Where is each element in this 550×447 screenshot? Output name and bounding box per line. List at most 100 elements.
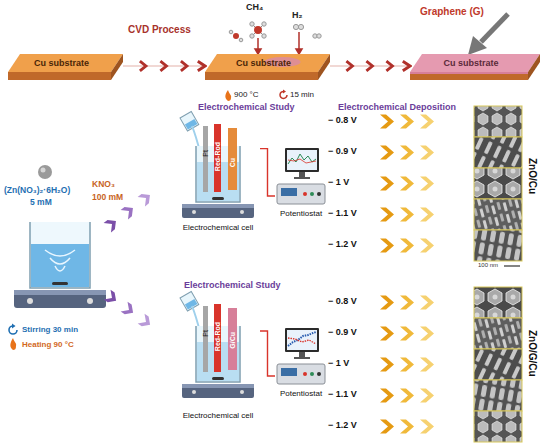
- sem-image-column: [474, 106, 522, 261]
- annotation-text: Electrochemical Deposition: [338, 102, 456, 112]
- substrate-top: [410, 54, 540, 72]
- time-icon: [280, 90, 287, 99]
- deposition-chevrons: [380, 208, 434, 222]
- zinc-precursor-sphere: [38, 165, 52, 179]
- sem-image-column: [474, 287, 522, 442]
- sem-image-column: [474, 349, 522, 380]
- annotation-text: − 1.1 V: [328, 208, 357, 218]
- annotation-text: Heating 90 °C: [22, 340, 74, 349]
- stir-bar: [212, 377, 224, 380]
- deposition-chevrons: [380, 115, 434, 129]
- methane-molecule: [250, 22, 254, 26]
- annotation-text: 100 mM: [92, 193, 123, 203]
- substrate-slab: Cu substrate: [410, 46, 540, 86]
- annotation-text: 900 °C: [234, 90, 259, 99]
- process-arrow: [330, 65, 410, 66]
- deposition-chevrons: [380, 420, 434, 434]
- hot-plate: [182, 384, 254, 398]
- annotation-text: − 1.2 V: [328, 239, 357, 249]
- potentiostat-unit: Potentiostat: [275, 320, 327, 400]
- substrate-slab: Cu substrate: [8, 46, 123, 86]
- heating-icon: [10, 338, 16, 350]
- electrochemical-cell: Electrochemical cell: [176, 292, 260, 422]
- node-shape: [176, 112, 260, 234]
- device-caption: Electrochemical cell: [170, 410, 266, 422]
- working-electrode: [228, 128, 237, 190]
- screen-trace: [288, 338, 316, 344]
- pouring-beaker: [180, 112, 199, 131]
- scale-bar: [504, 265, 520, 266]
- process-chevrons: [121, 203, 137, 219]
- methane-molecule: [229, 30, 233, 34]
- screen-trace: [288, 154, 316, 164]
- deposition-chevrons: [380, 115, 434, 434]
- electrochemical-cell: Electrochemical cell: [176, 112, 260, 234]
- hot-plate-top: [182, 384, 254, 388]
- device-caption: Electrochemical cell: [170, 222, 266, 234]
- sem-image-column: [474, 106, 522, 137]
- substrate-label: Cu substrate: [209, 54, 318, 72]
- plate-knob: [240, 390, 244, 394]
- annotation-text: CVD Process: [128, 24, 191, 36]
- substrate-top: [205, 54, 330, 72]
- electrode-label: Pt: [202, 330, 210, 337]
- monitor-screen: [287, 150, 317, 170]
- annotation-text: − 1.2 V: [328, 420, 357, 430]
- annotation-text: H₂: [292, 10, 303, 20]
- annotation-text: 15 min: [290, 90, 314, 99]
- reference-electrode: [214, 304, 221, 372]
- sample-label: ZnO/Cu: [526, 158, 538, 194]
- process-chevrons: [104, 216, 120, 232]
- temperature-icon: [225, 90, 231, 101]
- electrode-label: Cu: [229, 158, 237, 167]
- solution-beaker: [27, 298, 33, 304]
- scale-bar: [504, 266, 520, 267]
- gas-flow-arrow: [255, 32, 302, 54]
- sample-label: ZnO/G/Cu: [526, 330, 538, 377]
- annotation-text: − 0.8 V: [328, 296, 357, 306]
- solution-beaker: [87, 298, 93, 304]
- electrode-label: Pt: [202, 150, 210, 157]
- time-icon: [283, 90, 286, 94]
- device-button: [317, 372, 321, 376]
- process-chevrons: [104, 190, 154, 330]
- hydrogen-molecule: [293, 24, 298, 29]
- process-arrow: [123, 65, 205, 66]
- methane-molecule: [233, 33, 239, 39]
- electrode-label: G/Cu: [229, 332, 237, 349]
- beaker-glass: [180, 112, 199, 131]
- annotation-text: − 0.9 V: [328, 327, 357, 337]
- monitor-base: [294, 177, 310, 179]
- heating-icon: [10, 338, 16, 350]
- methane-molecule: [229, 22, 266, 42]
- substrate-slab: Cu substrate: [205, 46, 330, 86]
- sem-image-column: [474, 230, 522, 261]
- deposition-chevrons: [380, 239, 434, 253]
- sem-image-column: [474, 318, 522, 349]
- node-shape: [176, 292, 260, 422]
- hydrogen-molecule: [317, 34, 321, 38]
- device-button: [310, 192, 314, 196]
- sem-image-column: [474, 168, 522, 199]
- node-shape: [275, 140, 327, 220]
- hydrogen-molecule: [293, 24, 321, 38]
- substrate-label: Cu substrate: [414, 54, 528, 72]
- electrode-wire: [260, 331, 275, 376]
- gas-flow-arrow: [296, 49, 302, 54]
- methane-molecule: [262, 34, 266, 38]
- device-caption: Potentiostat: [269, 208, 333, 220]
- sem-image-column: [474, 199, 522, 230]
- potentiostat-box: [277, 364, 325, 384]
- annotation-text: − 1 V: [328, 177, 349, 187]
- solution-beaker: [52, 282, 68, 285]
- device-button: [303, 192, 307, 196]
- graphene-layer: [410, 72, 528, 74]
- monitor-base: [294, 357, 310, 359]
- solution-beaker: [14, 222, 106, 308]
- working-electrode: [228, 308, 237, 370]
- potentiostat-box: [277, 184, 325, 204]
- temperature-icon: [225, 90, 231, 101]
- sem-image-column: [474, 380, 522, 411]
